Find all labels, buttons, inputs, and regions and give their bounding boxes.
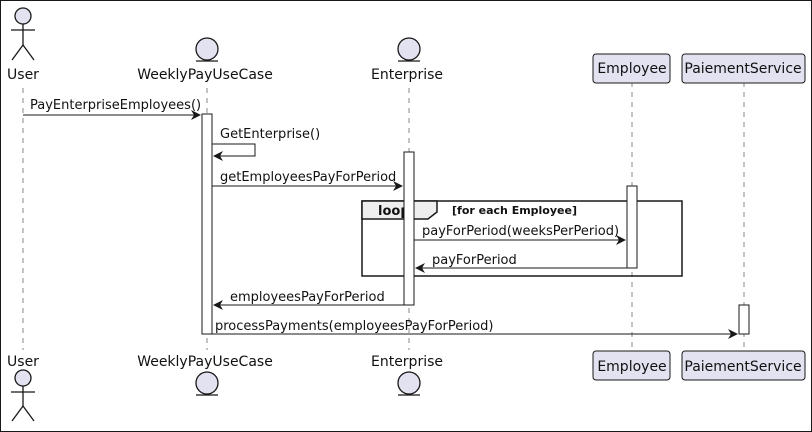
participant-usecase-bottom: WeeklyPayUseCase [137,354,273,396]
activation-paiement [738,304,750,335]
message-label: processPayments(employeesPayForPeriod) [215,319,494,334]
message-label: payForPeriod(weeksPerPeriod) [422,224,619,239]
message-get-enterprise: GetEnterprise() [212,127,320,161]
messages: PayEnterpriseEmployees() GetEnterprise()… [23,98,738,339]
activation-enterprise [403,151,415,306]
participant-box [592,350,671,381]
message-pay-enterprise-employees: PayEnterpriseEmployees() [23,98,201,120]
participant-label: User [7,67,39,83]
participant-user-top: User [7,7,39,83]
message-get-employees-pay: getEmployeesPayForPeriod [212,170,403,191]
participant-label: WeeklyPayUseCase [137,67,273,83]
participant-label: PaiementService [684,359,801,375]
participant-label: WeeklyPayUseCase [137,354,273,370]
participant-employee-top: Employee [592,53,671,84]
activations [201,113,750,335]
actor-icon [11,7,35,61]
entity-icon [195,37,219,61]
participant-user-bottom: User [7,354,39,422]
loop-condition: [for each Employee] [452,204,577,217]
entity-icon [195,371,219,395]
participant-box [592,53,671,84]
participant-label: User [7,354,39,370]
participants-bottom: User WeeklyPayUseCase Enterprise Employe… [7,350,806,422]
loop-label: loop [378,204,410,219]
participant-paiement-top: PaiementService [681,53,806,84]
participant-box [681,350,806,381]
participant-paiement-bottom: PaiementService [681,350,806,381]
entity-icon [397,37,421,61]
message-label: payForPeriod [432,253,517,268]
message-label: employeesPayForPeriod [230,290,385,305]
activation-employee [626,185,638,269]
entity-icon [397,371,421,395]
message-process-payments: processPayments(employeesPayForPeriod) [212,319,738,339]
activation-usecase [201,113,213,335]
message-label: PayEnterpriseEmployees() [30,98,201,113]
loop-frame: loop [for each Employee] [361,200,683,277]
loop-header [361,200,438,220]
participant-enterprise-bottom: Enterprise [371,354,443,396]
participant-employee-bottom: Employee [592,350,671,381]
actor-icon [11,369,35,422]
participants-top: User WeeklyPayUseCase Enterprise Employe… [7,7,806,84]
participant-label: PaiementService [684,61,801,77]
participant-label: Enterprise [371,354,443,370]
participant-label: Enterprise [371,67,443,83]
message-employees-pay-return: employeesPayForPeriod [213,290,404,310]
loop-border [361,200,683,277]
participant-label: Employee [597,359,666,375]
message-arrow [212,143,256,161]
participant-label: Employee [597,61,666,77]
message-pay-for-period-call: payForPeriod(weeksPerPeriod) [414,224,626,245]
participant-box [681,53,806,84]
participant-enterprise-top: Enterprise [371,37,443,83]
message-pay-for-period-return: payForPeriod [415,253,627,273]
message-label: GetEnterprise() [220,127,320,142]
message-label: getEmployeesPayForPeriod [220,170,396,185]
participant-usecase-top: WeeklyPayUseCase [137,37,273,83]
